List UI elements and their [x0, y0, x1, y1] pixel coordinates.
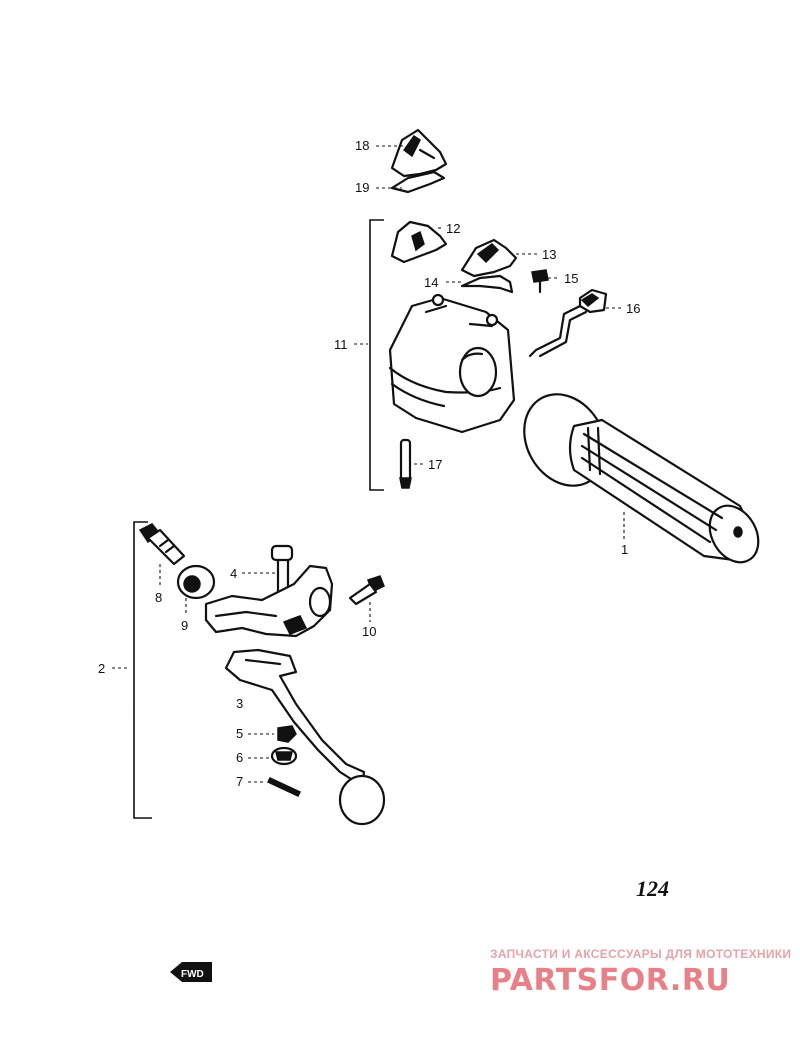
part-18-drawing [390, 128, 448, 178]
label-part-8: 8 [155, 590, 162, 605]
lever-bracket-drawing [204, 564, 334, 638]
part-8-drawing [138, 523, 186, 566]
part-15-drawing [531, 269, 549, 294]
label-part-6: 6 [236, 750, 243, 765]
label-part-10: 10 [362, 624, 376, 639]
label-part-9: 9 [181, 618, 188, 633]
part-7-drawing [266, 777, 302, 797]
label-part-12: 12 [446, 221, 460, 236]
page-number: 124 [636, 876, 669, 901]
label-part-15: 15 [564, 271, 578, 286]
watermark-logo: PARTSFOR.RU [490, 963, 730, 998]
part-19-drawing [390, 170, 446, 194]
label-part-17: 17 [428, 457, 442, 472]
part-4-drawing [270, 544, 294, 594]
part-9-drawing [176, 564, 216, 600]
group-11-bracket [369, 219, 384, 491]
part-3-lever-drawing [224, 648, 386, 826]
label-part-11: 11 [334, 337, 348, 352]
part-14-drawing [460, 274, 514, 294]
part-10-drawing [348, 575, 385, 606]
fwd-label: FWD [181, 969, 204, 980]
part-5-drawing [277, 725, 297, 743]
group-2-bracket [133, 521, 152, 819]
label-part-13: 13 [542, 247, 556, 262]
label-part-19: 19 [355, 180, 369, 195]
watermark-tagline: ЗАПЧАСТИ И АКСЕССУАРЫ ДЛЯ МОТОТЕХНИКИ [490, 947, 791, 961]
label-part-18: 18 [355, 138, 369, 153]
label-part-7: 7 [236, 774, 243, 789]
label-part-5: 5 [236, 726, 243, 741]
part-1-grip-drawing [523, 393, 760, 564]
part-13-drawing [460, 238, 518, 278]
label-part-1: 1 [621, 542, 628, 557]
label-part-16: 16 [626, 301, 640, 316]
part-17-drawing [399, 438, 412, 489]
fwd-arrow-icon: FWD [170, 962, 212, 982]
part-11-housing-drawing [388, 293, 516, 434]
part-6-drawing [270, 746, 298, 766]
part-16-drawing [528, 288, 608, 358]
label-part-14: 14 [424, 275, 438, 290]
label-part-2: 2 [98, 661, 105, 676]
label-part-4: 4 [230, 566, 237, 581]
part-12-drawing [390, 220, 448, 264]
label-part-3: 3 [236, 696, 243, 711]
